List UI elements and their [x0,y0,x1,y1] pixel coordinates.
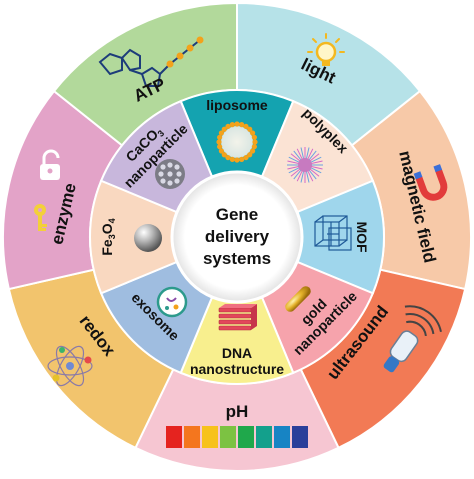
label-liposome: liposome [206,97,268,113]
mof-lattice-icon [314,215,352,251]
atp-molecule-icon [98,36,204,87]
label-mof: MOF [354,221,370,253]
center-line3: systems [203,249,271,268]
polyplex-icon [287,147,323,183]
padlock-icon [40,149,60,180]
liposome-icon [216,121,258,163]
ph-swatch [220,426,236,448]
outer-ring [2,1,472,472]
atom-icon [47,345,93,387]
dna-nanostructure-icon [218,304,257,331]
label-dna-line2: nanostructure [190,361,284,377]
caco3-particle-icon [155,159,185,189]
ph-swatch [166,426,182,448]
key-icon [34,204,47,231]
center-line1: Gene [216,205,259,224]
exosome-icon [156,286,188,318]
fe-main: Fe [99,239,115,256]
fe-sub1: 3 [107,234,117,239]
label-dna-line1: DNA [222,345,252,361]
ultrasound-probe-icon [383,305,442,373]
center-line2: delivery [205,227,270,246]
ph-swatch [292,426,308,448]
ph-swatch [256,426,272,448]
center-circle [170,170,304,304]
label-fe3o4: Fe3O4 [99,218,117,255]
fe-sub2: 4 [107,218,117,223]
magnet-icon [413,164,448,201]
ph-swatch [184,426,200,448]
label-ph: pH [226,402,249,421]
gold-nanorod-icon [285,286,311,312]
ph-color-strip [166,426,308,448]
ph-swatch [202,426,218,448]
fe-o: O [99,223,115,234]
fe3o4-sphere-icon [134,224,162,252]
caco-sub: 3 [156,128,167,139]
ph-swatch [274,426,290,448]
ph-swatch [238,426,254,448]
lightbulb-icon [307,33,345,66]
